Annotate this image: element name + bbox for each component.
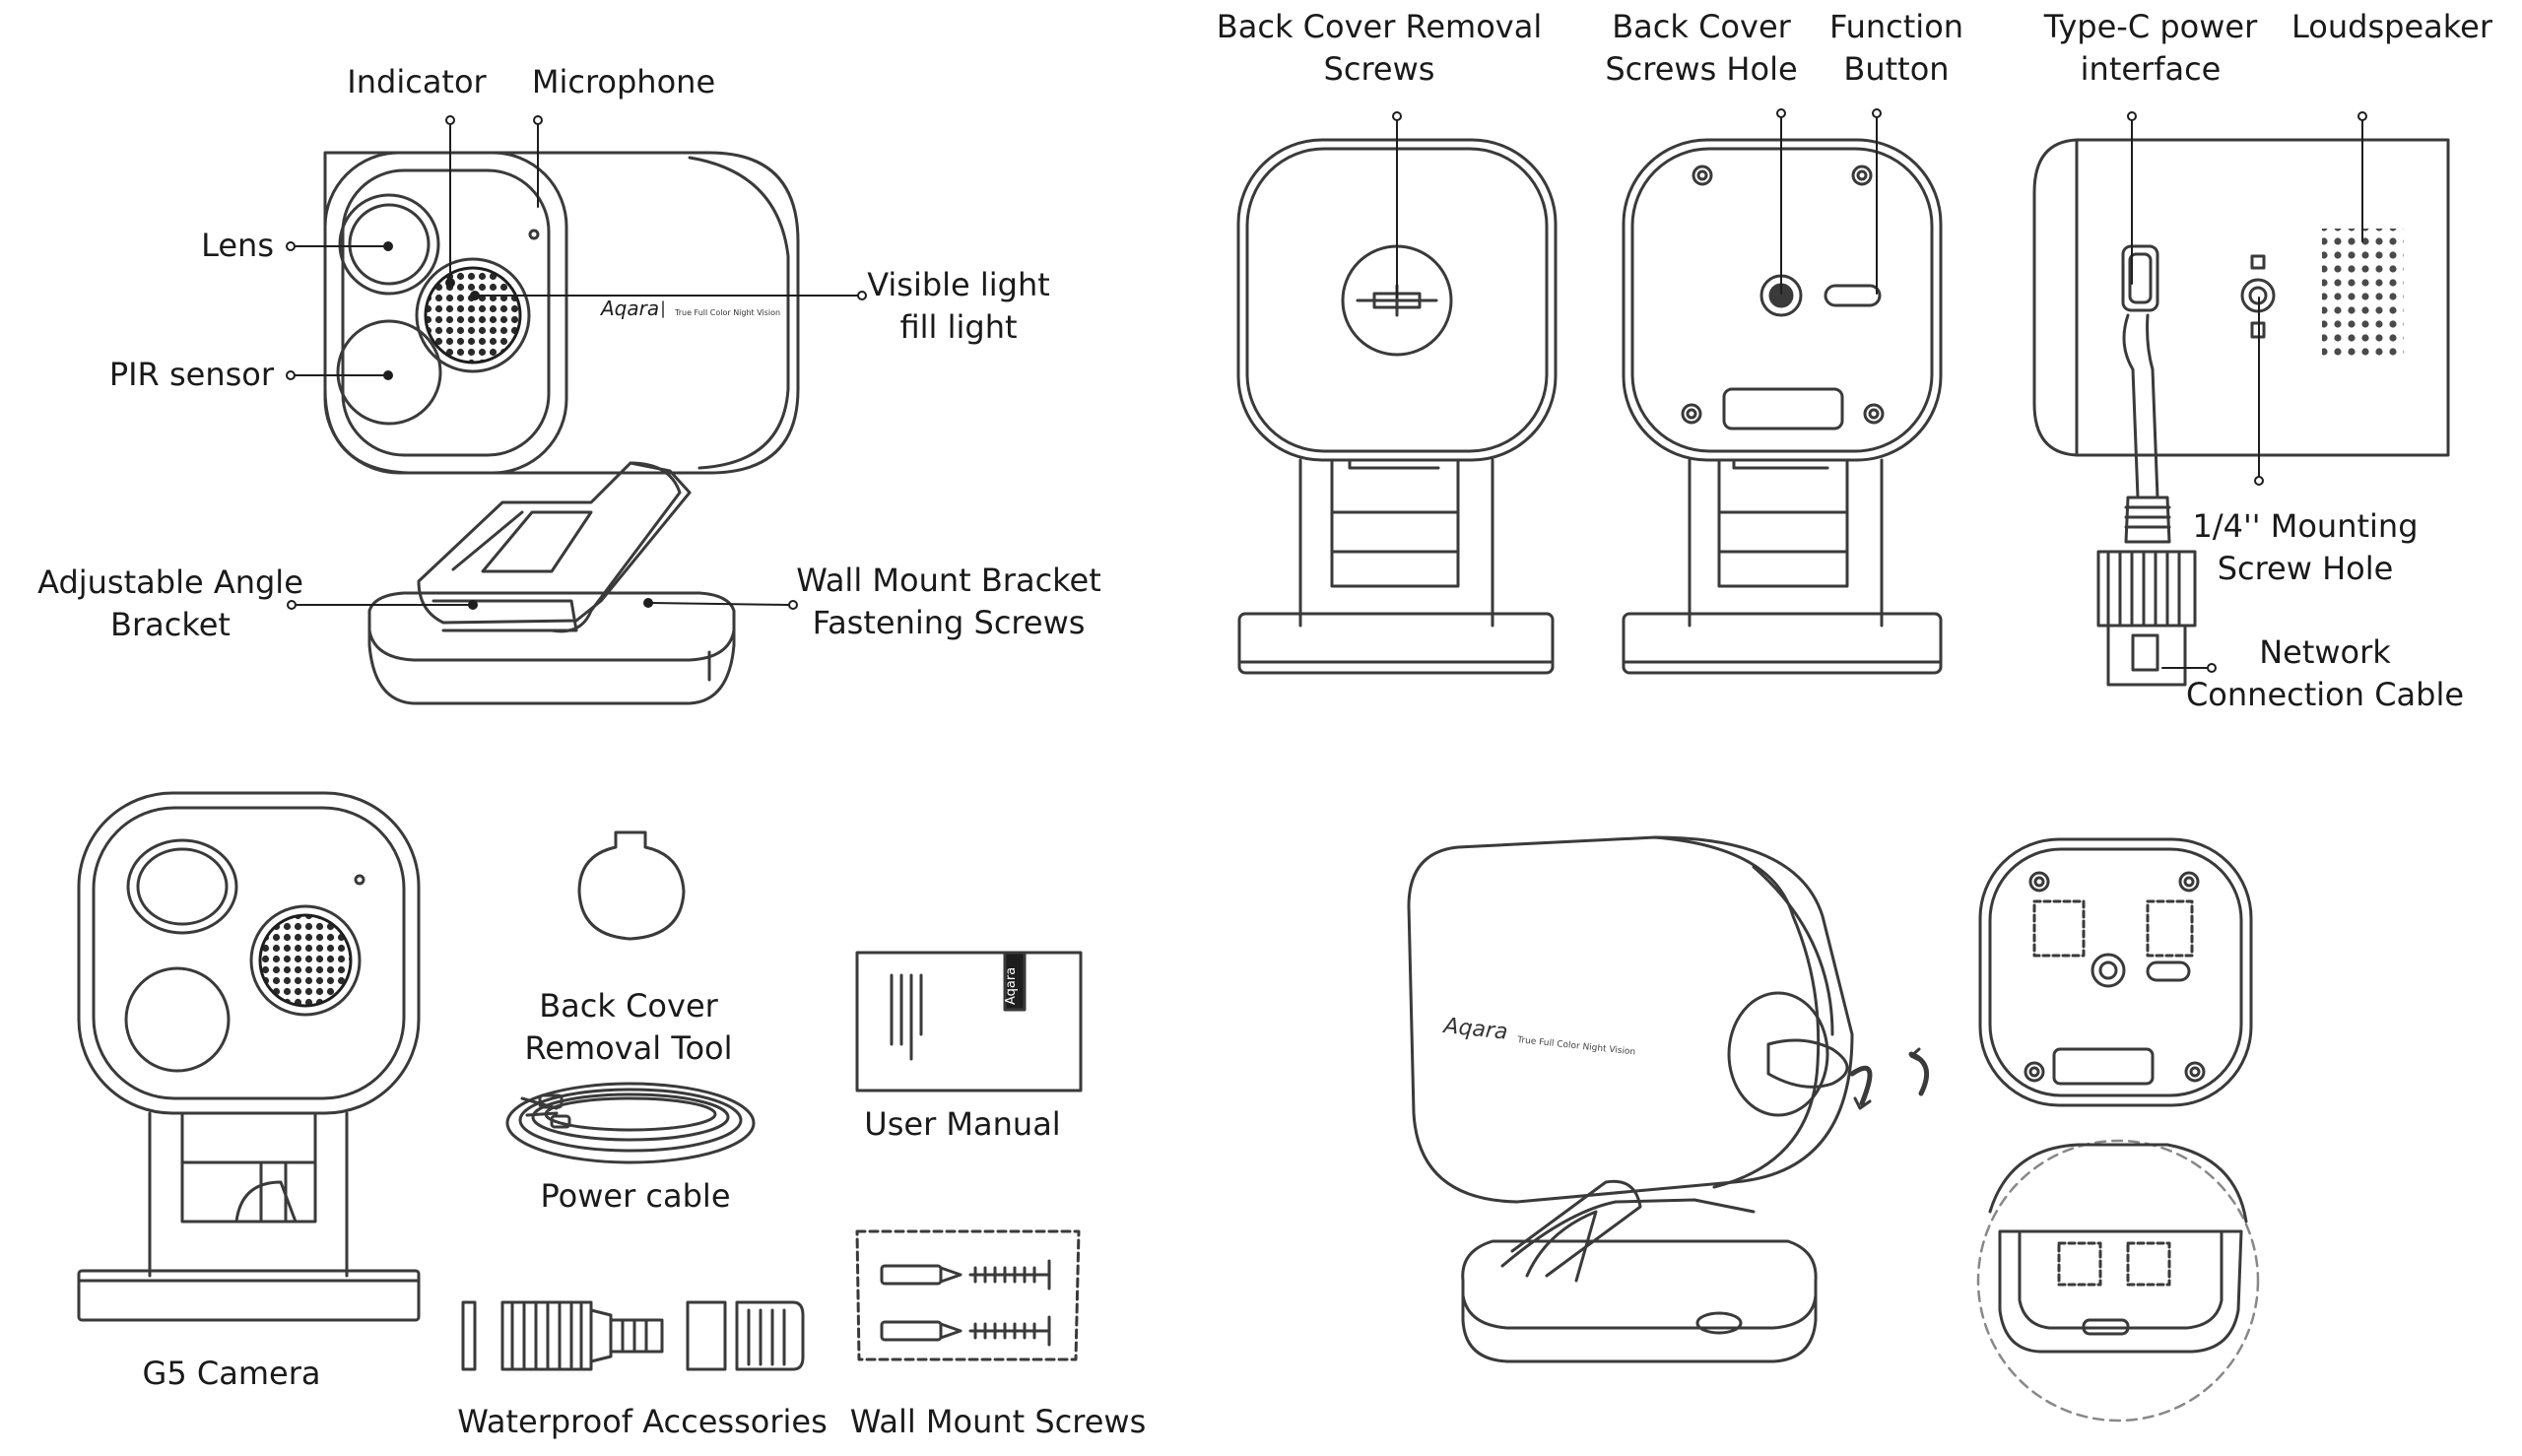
package-camera [77,791,421,1322]
front-view-camera [323,151,800,705]
label-type-c: Type-C power interface [2043,8,2258,88]
front-tagline: True Full Color Night Vision [674,308,780,317]
label-back-cover-screws-hole: Back Cover Screws Hole [1605,8,1798,88]
install-view-camera [1407,835,1930,1363]
label-user-manual: User Manual [864,1105,1061,1143]
package-waterproof-accessories [461,1300,805,1371]
package-wall-screws [855,1229,1081,1361]
label-g5-camera: G5 Camera [142,1355,321,1392]
label-loudspeaker: Loudspeaker [2291,8,2492,45]
package-user-manual [855,951,1083,1092]
label-power-cable: Power cable [540,1177,731,1215]
front-leader-lines [286,115,867,610]
label-back-cover-removal-screws: Back Cover Removal Screws [1216,8,1543,88]
back-side-leader-lines [1392,108,2367,673]
label-microphone: Microphone [531,63,716,100]
label-wall-mount-screws: Wall Mount Screws [849,1403,1147,1440]
label-lens: Lens [201,227,274,264]
package-removal-tool [577,830,686,941]
label-adjustable-bracket: Adjustable Angle Bracket [37,563,303,643]
back-view-function-button [1622,138,1943,675]
label-indicator: Indicator [347,63,487,100]
label-function-button: Function Button [1828,8,1964,88]
install-tagline: True Full Color Night Vision [1516,1035,1636,1058]
front-brand-logo: Aqara [599,297,659,320]
label-pir-sensor: PIR sensor [108,356,274,393]
manual-brand: Aqara [1004,967,1019,1005]
package-power-cable [505,1082,756,1164]
install-back-view [1978,837,2253,1107]
label-mounting-hole: 1/4'' Mounting Screw Hole [2192,507,2419,587]
label-fill-light: Visible light fill light [867,266,1050,346]
label-waterproof-accessories: Waterproof Accessories [457,1403,828,1440]
side-view-ports [2032,138,2450,687]
label-removal-tool: Back Cover Removal Tool [524,987,733,1067]
install-brand-logo: Aqara [1440,1014,1508,1045]
install-magnified-base [1976,1139,2260,1423]
label-network-cable: Network Connection Cable [2185,633,2465,713]
label-wall-bracket-screws: Wall Mount Bracket Fastening Screws [796,562,1101,641]
